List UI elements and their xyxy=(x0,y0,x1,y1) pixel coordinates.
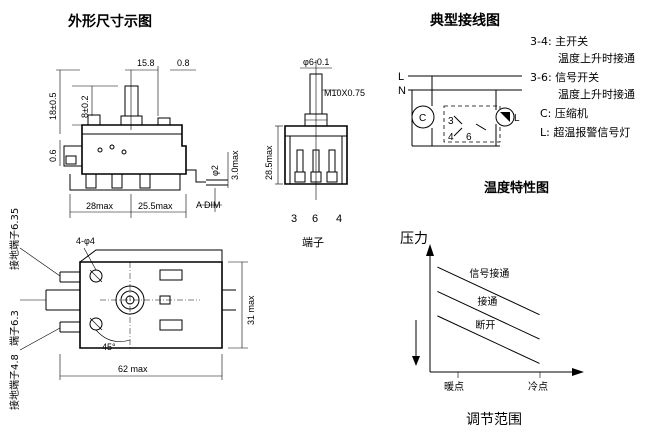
legend-line: 3-4: 主开关 xyxy=(530,34,588,48)
x-axis-arrow xyxy=(572,368,584,376)
legend-line: 温度上升时接通 xyxy=(558,51,635,65)
bottom-view-drawing xyxy=(19,247,248,380)
wiring-diagram-title: 典型接线图 xyxy=(430,12,500,29)
dim-0-6: 0.6 xyxy=(48,149,58,162)
terminal-caption: 端子 xyxy=(302,236,324,249)
dim-thread-m10: M10X0.75 xyxy=(324,88,365,98)
terminal-6-label: 6 xyxy=(312,213,318,225)
temperature-characteristic-title: 温度特性图 xyxy=(484,180,549,196)
wiring-line-l: L xyxy=(398,71,404,83)
dim-0-8: 0.8 xyxy=(177,58,190,68)
ground-terminal-6-35-label: 接地端子6.35 xyxy=(8,208,21,270)
dim-45deg: 45° xyxy=(102,342,116,352)
x-tick-label: 冷点 xyxy=(528,380,548,393)
series-label-3: 断开 xyxy=(475,319,495,332)
dim-28-5max: 28.5max xyxy=(264,145,274,180)
dim-3max: 3.0max xyxy=(230,150,240,180)
series-line-1 xyxy=(437,266,540,316)
wiring-term-4: 4 xyxy=(448,132,454,143)
front-view-drawing xyxy=(275,60,348,200)
legend-line: 3-6: 信号开关 xyxy=(530,70,599,84)
ground-terminal-4-8-label: 接地端子4.8 xyxy=(8,354,21,410)
x-axis-label: 调节范围 xyxy=(466,411,522,428)
dim-15-8: 15.8 xyxy=(137,58,155,68)
series-line-2 xyxy=(437,291,540,340)
wiring-term-6: 6 xyxy=(466,132,472,143)
legend-line: L: 超温报警信号灯 xyxy=(540,125,630,139)
series-label-2: 接通 xyxy=(477,295,497,308)
legend-line: 温度上升时接通 xyxy=(558,87,635,101)
dim-25-5max: 25.5max xyxy=(138,201,173,211)
series-label-1: 信号接通 xyxy=(469,267,509,280)
dim-a-dim: A DIM xyxy=(196,200,221,210)
y-axis-label: 压力 xyxy=(400,231,428,247)
wiring-legend: 3-4: 主开关 温度上升时接通 3-6: 信号开关 温度上升时接通 C: 压缩… xyxy=(530,34,635,139)
terminal-6-3-label: 端子6.3 xyxy=(8,310,21,346)
legend-line: C: 压缩机 xyxy=(540,106,588,120)
terminal-3-label: 3 xyxy=(291,213,297,225)
down-arrow-head xyxy=(412,356,420,366)
wiring-term-3: 3 xyxy=(448,116,454,127)
series-line-3 xyxy=(437,315,540,364)
dim-4-phi4: 4-φ4 xyxy=(76,236,95,246)
dim-phi2: φ2 xyxy=(210,165,220,176)
terminal-4-label: 4 xyxy=(336,213,342,225)
wiring-diagram xyxy=(408,75,522,147)
dim-62max: 62 max xyxy=(118,364,148,374)
dim-8-tol: 8±0.2 xyxy=(80,96,90,118)
wiring-line-n: N xyxy=(398,85,406,97)
wiring-lamp-l: L xyxy=(514,113,520,124)
outline-dimensions-title: 外形尺寸示图 xyxy=(68,13,152,30)
wiring-compressor-c: C xyxy=(419,113,426,124)
dim-18-tol: 18±0.5 xyxy=(48,93,58,120)
y-axis-arrow xyxy=(426,244,434,256)
x-tick-label: 暖点 xyxy=(444,380,464,393)
dim-28max: 28max xyxy=(86,201,114,211)
dim-shaft-phi6: φ6-0.1 xyxy=(303,57,329,67)
side-view-drawing xyxy=(56,66,229,218)
dim-31max: 31 max xyxy=(246,295,256,325)
